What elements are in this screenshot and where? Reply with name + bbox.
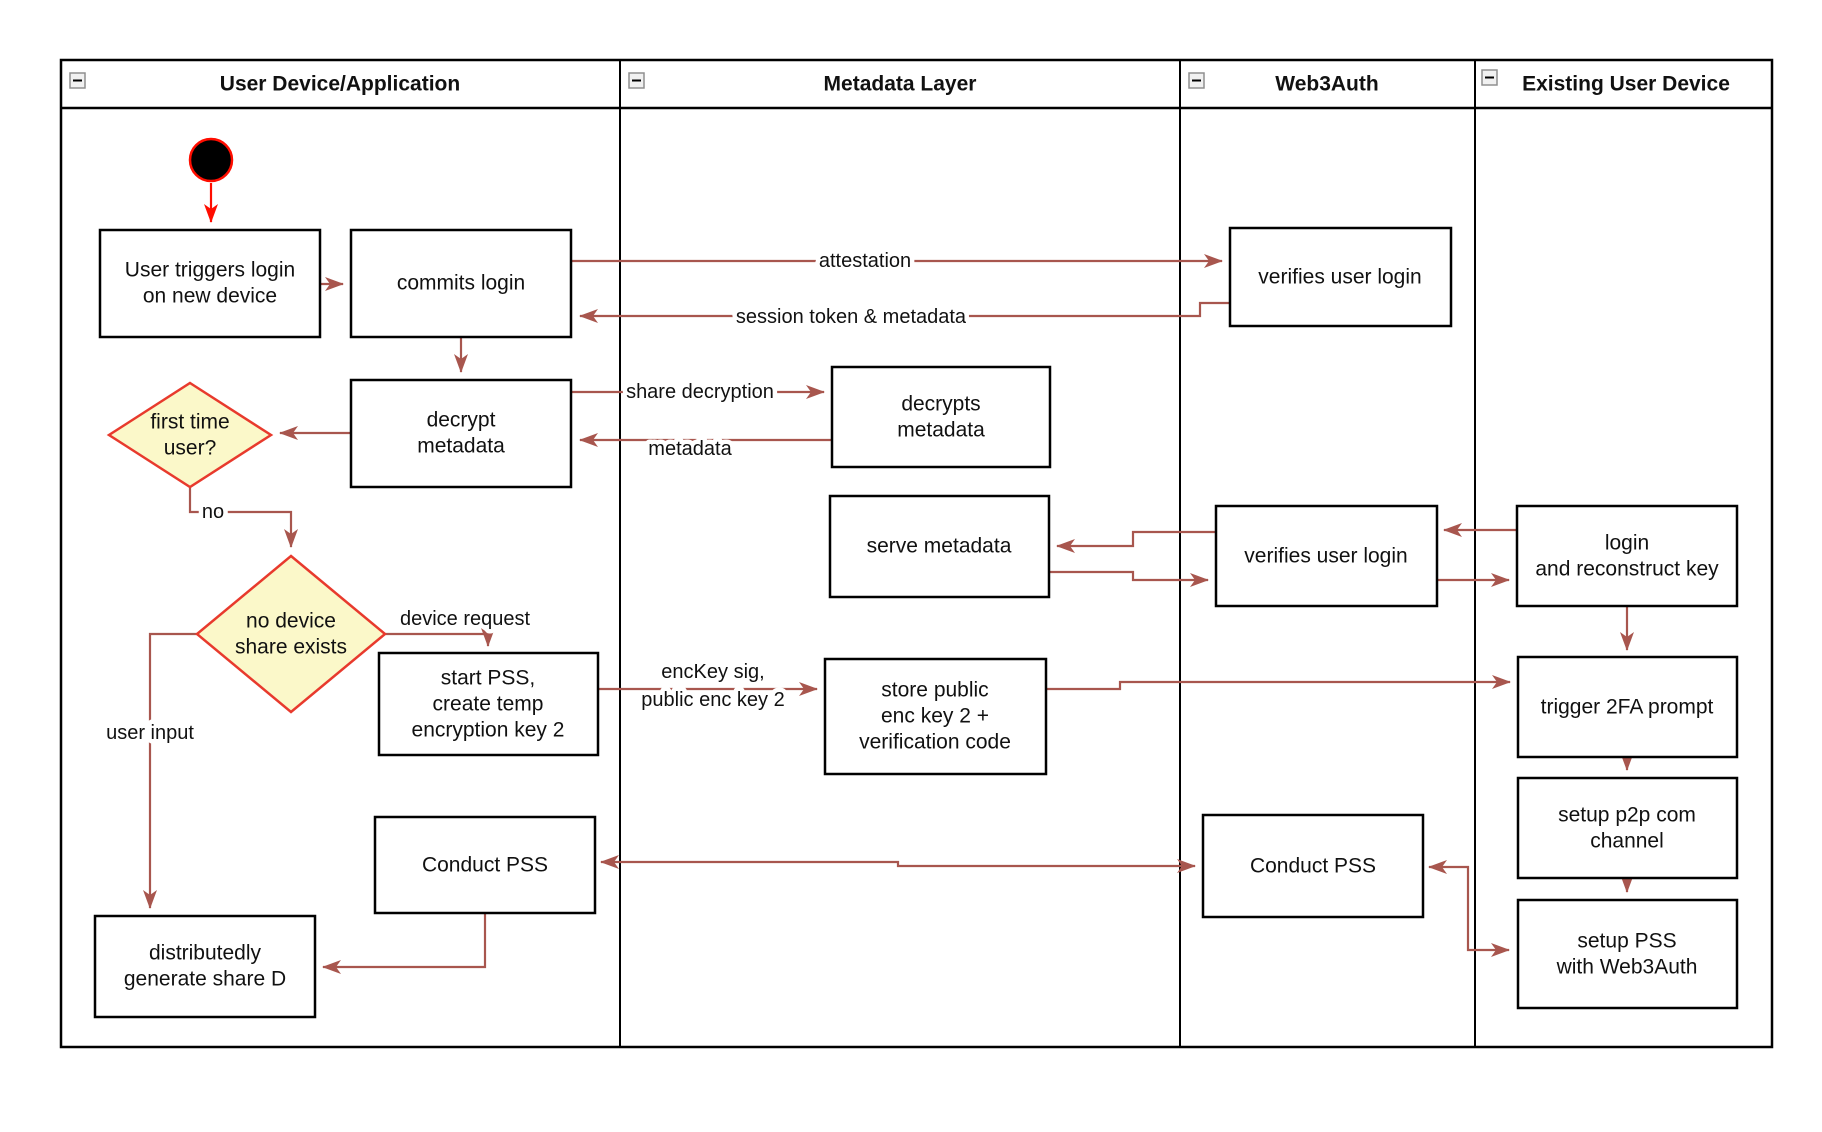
edge-serve-to-verifies2 — [1049, 570, 1209, 587]
decision-no-device-share[interactable]: no device share exists — [195, 554, 387, 714]
collapse-button-lane-2[interactable] — [628, 72, 645, 89]
svg-text:encryption key 2: encryption key 2 — [412, 719, 565, 742]
start-node[interactable] — [188, 137, 234, 183]
node-user-triggers-login[interactable]: User triggers login on new device — [98, 228, 322, 339]
svg-text:decrypt: decrypt — [427, 409, 496, 432]
decision-first-time-user[interactable]: first time user? — [106, 381, 274, 489]
svg-text:commits login: commits login — [397, 272, 525, 295]
node-decrypt-metadata[interactable]: decrypt metadata — [349, 378, 573, 489]
node-store-public-key[interactable]: store public enc key 2 + verification co… — [823, 657, 1048, 776]
node-commits-login[interactable]: commits login — [349, 228, 573, 339]
node-distributedly-generate[interactable]: distributedly generate share D — [93, 914, 317, 1019]
svg-text:channel: channel — [1590, 830, 1664, 853]
edge-session-token — [579, 301, 1230, 323]
label-attestation: attestation — [819, 250, 911, 272]
node-serve-metadata[interactable]: serve metadata — [828, 494, 1051, 599]
node-setup-pss-web3auth[interactable]: setup PSS with Web3Auth — [1516, 898, 1739, 1010]
edge-conduct-pss-bidirectional — [600, 855, 1196, 873]
pool-frame — [59, 58, 1774, 1049]
lane-title-web3auth: Web3Auth — [1275, 73, 1378, 96]
svg-text:create temp: create temp — [433, 693, 544, 716]
node-setup-p2p[interactable]: setup p2p com channel — [1516, 776, 1739, 880]
svg-text:enc key 2 +: enc key 2 + — [881, 705, 989, 728]
label-enckey-sig-line1: encKey sig, — [661, 661, 764, 683]
edge-conductpss-setuppss-bidirectional — [1428, 860, 1510, 957]
svg-text:user?: user? — [164, 437, 217, 460]
svg-text:no device: no device — [246, 610, 336, 633]
edge-conduct-to-distributedly — [322, 913, 487, 974]
label-session-token: session token & metadata — [736, 306, 967, 328]
svg-text:setup p2p com: setup p2p com — [1558, 804, 1696, 827]
node-login-reconstruct-key[interactable]: login and reconstruct key — [1515, 504, 1739, 608]
label-share-decryption: share decryption — [626, 381, 774, 403]
svg-text:serve metadata: serve metadata — [867, 535, 1012, 558]
edge-user-input — [143, 632, 198, 909]
node-verifies-user-login-2[interactable]: verifies user login — [1214, 504, 1439, 608]
svg-text:share exists: share exists — [235, 636, 347, 659]
edge-device-request — [385, 628, 495, 647]
node-conduct-pss-web3auth[interactable]: Conduct PSS — [1201, 813, 1425, 919]
svg-text:setup PSS: setup PSS — [1577, 930, 1676, 953]
svg-text:verification code: verification code — [859, 731, 1011, 754]
label-no: no — [202, 501, 224, 523]
svg-text:start PSS,: start PSS, — [441, 667, 536, 690]
svg-text:User triggers login: User triggers login — [125, 259, 295, 282]
svg-text:store public: store public — [881, 679, 988, 702]
lane-title-metadata-layer: Metadata Layer — [824, 73, 977, 96]
node-verifies-user-login-1[interactable]: verifies user login — [1228, 226, 1453, 328]
svg-text:on new device: on new device — [143, 285, 277, 308]
svg-text:Conduct PSS: Conduct PSS — [1250, 855, 1376, 878]
label-metadata: metadata — [648, 438, 732, 460]
svg-text:trigger 2FA prompt: trigger 2FA prompt — [1541, 696, 1714, 719]
svg-text:distributedly: distributedly — [149, 942, 262, 965]
svg-text:decrypts: decrypts — [901, 393, 980, 416]
label-user-input: user input — [106, 722, 194, 744]
svg-text:verifies user login: verifies user login — [1258, 266, 1421, 289]
edge-store-to-2fa — [1046, 675, 1511, 691]
svg-text:Conduct PSS: Conduct PSS — [422, 854, 548, 877]
collapse-button-lane-4[interactable] — [1481, 69, 1498, 86]
lane-title-existing-device: Existing User Device — [1522, 73, 1730, 96]
node-conduct-pss-user-device[interactable]: Conduct PSS — [373, 815, 597, 915]
svg-text:metadata: metadata — [417, 435, 505, 458]
svg-text:verifies user login: verifies user login — [1244, 545, 1407, 568]
svg-text:login: login — [1605, 532, 1649, 555]
lane-title-user-device: User Device/Application — [220, 73, 460, 96]
svg-text:generate share D: generate share D — [124, 968, 286, 991]
label-device-request: device request — [400, 608, 531, 630]
node-decrypts-metadata[interactable]: decrypts metadata — [830, 365, 1052, 469]
svg-text:with Web3Auth: with Web3Auth — [1556, 956, 1698, 979]
svg-text:and reconstruct key: and reconstruct key — [1535, 558, 1719, 581]
label-enckey-sig-line2: public enc key 2 — [641, 689, 784, 711]
edge-verifies2-to-serve — [1056, 530, 1216, 553]
collapse-button-lane-1[interactable] — [69, 72, 86, 89]
collapse-button-lane-3[interactable] — [1188, 72, 1205, 89]
svg-text:metadata: metadata — [897, 419, 985, 442]
node-start-pss[interactable]: start PSS, create temp encryption key 2 — [377, 651, 600, 757]
edge-no-branch — [188, 487, 298, 548]
node-trigger-2fa[interactable]: trigger 2FA prompt — [1516, 655, 1739, 759]
svg-text:first time: first time — [150, 411, 229, 434]
